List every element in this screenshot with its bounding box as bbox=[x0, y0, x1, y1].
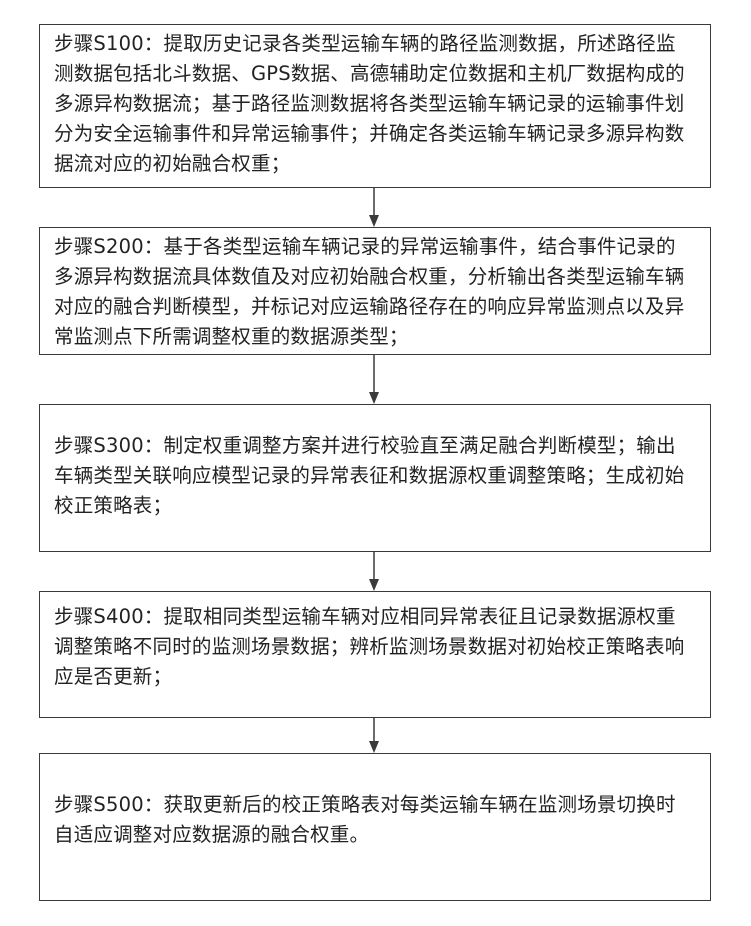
arrow-s400-to-s500 bbox=[369, 718, 379, 753]
arrow-s100-to-s200 bbox=[369, 188, 379, 227]
arrow-s300-to-s400 bbox=[369, 552, 379, 591]
arrow-s200-to-s300 bbox=[369, 355, 379, 404]
